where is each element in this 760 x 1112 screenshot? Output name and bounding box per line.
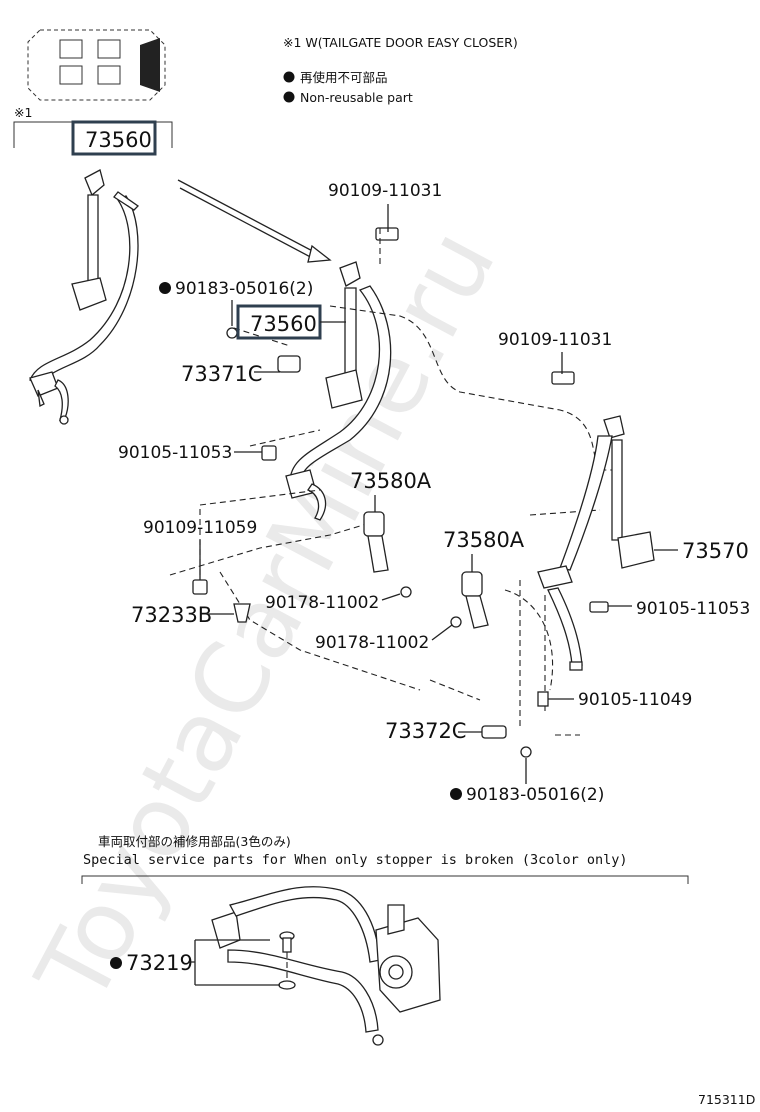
nonreusable-dot-icon-2	[450, 788, 462, 800]
legend-en: Non-reusable part	[300, 90, 413, 105]
seatbelt-right-drawing	[481, 371, 655, 758]
part-90109-11031-a[interactable]: 90109-11031	[328, 181, 442, 201]
part-90109-11031-b[interactable]: 90109-11031	[498, 330, 612, 350]
nonreusable-dot-icon-3	[110, 957, 122, 969]
part-73580a-b[interactable]: 73580A	[443, 528, 525, 552]
part-90178-11002-b[interactable]: 90178-11002	[315, 633, 429, 653]
part-73560-mid[interactable]: 73560	[250, 312, 317, 336]
seatbelt-small-drawing	[29, 169, 140, 425]
stopper-detail-drawing	[211, 886, 441, 1046]
arrow-head-icon	[307, 244, 332, 263]
part-90178-11002-a[interactable]: 90178-11002	[265, 593, 379, 613]
note-tailgate: ※1 W(TAILGATE DOOR EASY CLOSER)	[283, 35, 518, 50]
nonreusable-dot-icon	[159, 282, 171, 294]
part-73560-top[interactable]: 73560	[85, 128, 152, 152]
part-90109-11059[interactable]: 90109-11059	[143, 518, 257, 538]
buckle-drawing	[192, 445, 489, 629]
legend-jp: 再使用不可部品	[300, 70, 388, 85]
part-90183-05016-a[interactable]: 90183-05016(2)	[175, 279, 313, 299]
diagram-id: 715311D	[698, 1092, 755, 1107]
leader-73219	[188, 939, 280, 986]
part-90183-05016-b[interactable]: 90183-05016(2)	[466, 785, 604, 805]
seatbelt-main-drawing	[226, 227, 399, 521]
part-73371c[interactable]: 73371C	[181, 362, 262, 386]
part-90105-11049[interactable]: 90105-11049	[578, 690, 692, 710]
part-73580a-a[interactable]: 73580A	[350, 469, 432, 493]
arrow-line	[177, 179, 321, 256]
special-title-en: Special service parts for When only stop…	[83, 852, 628, 868]
part-73219[interactable]: 73219	[126, 951, 193, 975]
part-73372c[interactable]: 73372C	[385, 719, 466, 743]
cover-73371c-shape	[277, 355, 301, 373]
special-bracket	[81, 875, 689, 884]
part-90105-11053-a[interactable]: 90105-11053	[118, 443, 232, 463]
legend-dot-icon-2	[283, 91, 295, 103]
part-73570[interactable]: 73570	[682, 539, 749, 563]
vehicle-icon	[27, 29, 166, 101]
highlight-box-top	[71, 120, 157, 156]
legend-dot-icon	[283, 71, 295, 83]
part-73233b[interactable]: 73233B	[131, 603, 212, 627]
special-title-jp: 車両取付部の補修用部品(3色のみ)	[98, 834, 291, 849]
part-90105-11053-b[interactable]: 90105-11053	[636, 599, 750, 619]
ref-mark: ※1	[14, 105, 32, 120]
